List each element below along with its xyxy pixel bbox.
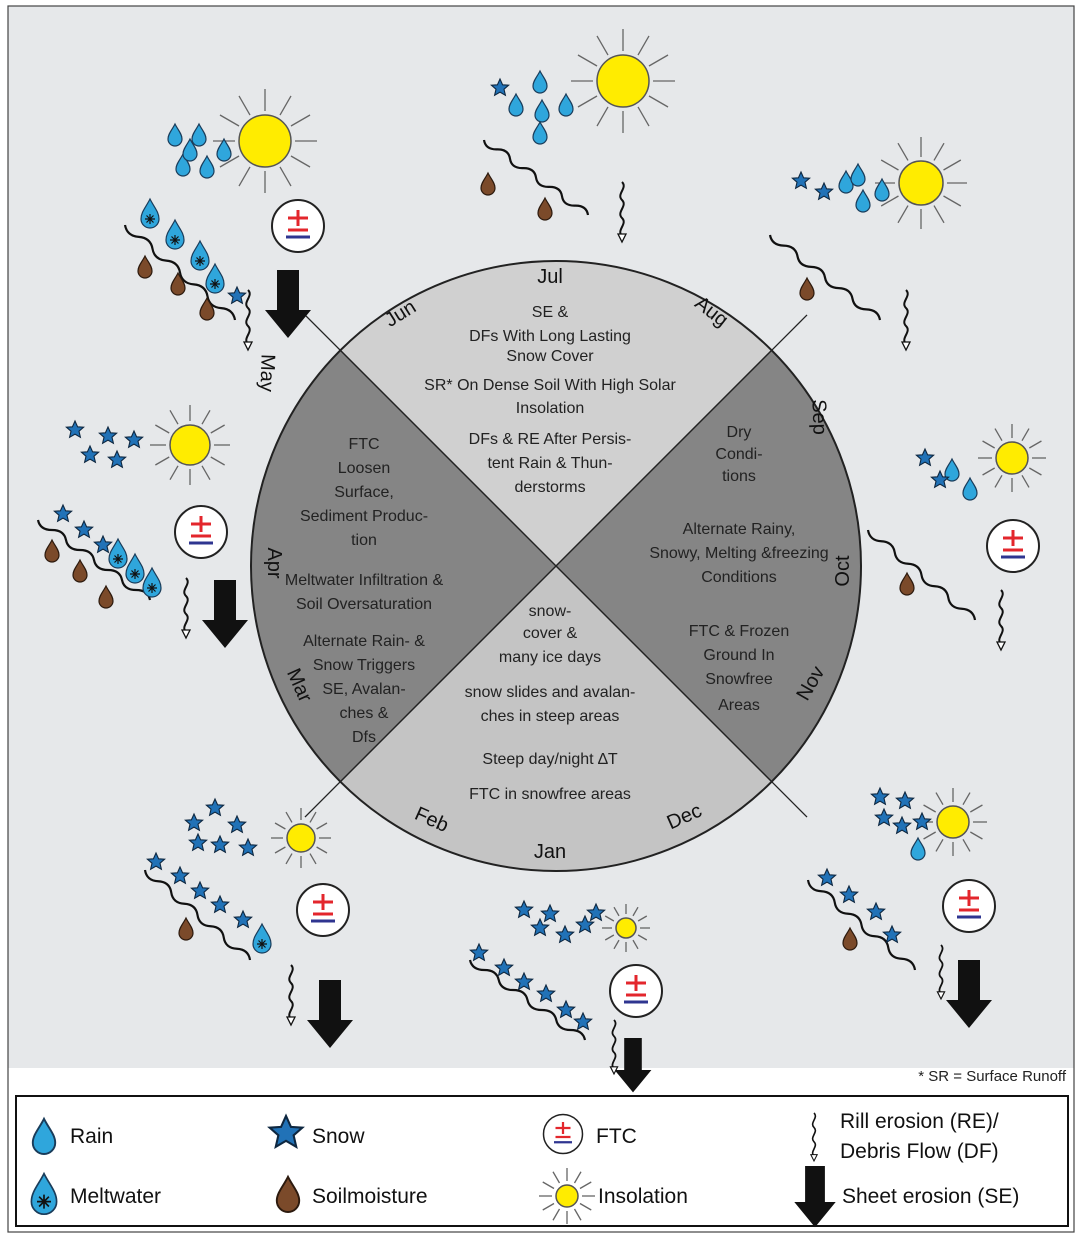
month-label-oct: Oct: [832, 555, 854, 587]
sun-icon: [978, 424, 1046, 492]
slope-line: [482, 139, 590, 216]
legend-label-insolation: Insolation: [598, 1185, 688, 1208]
legend-label-snow: Snow: [312, 1125, 365, 1148]
month-label-may: May: [255, 354, 278, 393]
autumn-text-line: Alternate Rainy,: [683, 521, 796, 538]
slope-line: [866, 529, 977, 621]
ftc-icon: [941, 878, 997, 934]
autumn-text-line: Snowfree: [705, 671, 773, 688]
winter-text-line: cover &: [523, 625, 578, 642]
spring-text-line: Dfs: [352, 729, 376, 746]
month-label-apr: Apr: [263, 547, 285, 578]
sun-icon: [150, 405, 230, 485]
winter-text-line: many ice days: [499, 649, 601, 666]
wheel-outline: [250, 260, 862, 872]
sun-icon: [271, 808, 331, 868]
summer-text-line: DFs With Long Lasting: [469, 328, 631, 345]
divider-line: [304, 314, 808, 818]
spring-text-line: ches &: [340, 705, 389, 722]
autumn-text-line: Conditions: [701, 569, 777, 586]
ftc-icon: [270, 198, 326, 254]
month-icons: [36, 29, 1046, 1093]
slope-line: [123, 224, 237, 321]
ftc-icon: [173, 504, 229, 560]
slope-line: [143, 869, 252, 961]
summer-text-line: DFs & RE After Persis-: [469, 431, 632, 448]
summer-text-line: tent Rain & Thun-: [487, 455, 612, 472]
outer-frame: [7, 5, 1075, 1233]
legend-label-meltwater: Meltwater: [70, 1185, 161, 1208]
sun-icon: [875, 137, 967, 229]
summer-text-line: SR* On Dense Soil With High Solar: [424, 377, 676, 394]
ftc-icon: [608, 963, 664, 1019]
spring-text-line: Alternate Rain- &: [303, 633, 425, 650]
ftc-icon: [985, 518, 1041, 574]
summer-text-line: Snow Cover: [506, 348, 594, 365]
spring-text-line: SE, Avalan-: [322, 681, 405, 698]
spring-text-line: Meltwater Infiltration &: [285, 572, 444, 589]
autumn-text-line: Areas: [718, 697, 760, 714]
ftc-icon: [295, 882, 351, 938]
winter-text-line: ches in steep areas: [481, 708, 620, 725]
legend-ftc-icon: [542, 1113, 584, 1155]
slope-line: [806, 879, 917, 971]
sun-icon: [539, 1168, 595, 1224]
spring-text-line: Snow Triggers: [313, 657, 415, 674]
winter-text-line: snow-: [529, 603, 572, 620]
spring-text-line: Surface,: [334, 484, 394, 501]
legend-label-soilmoisture: Soilmoisture: [312, 1185, 428, 1208]
spring-text-line: tion: [351, 532, 377, 549]
autumn-text-line: tions: [722, 468, 756, 485]
sun-icon: [213, 89, 317, 193]
legend-label-sheet: Sheet erosion (SE): [842, 1185, 1019, 1208]
footnote: * SR = Surface Runoff: [918, 1068, 1067, 1085]
spring-text-line: Soil Oversaturation: [296, 596, 432, 613]
legend-label-rill_line2: Debris Flow (DF): [840, 1140, 999, 1163]
autumn-text-line: Condi-: [715, 446, 762, 463]
summer-text-line: Insolation: [516, 400, 585, 417]
sun-icon: [602, 904, 650, 952]
spring-text-line: FTC: [348, 436, 379, 453]
summer-text-line: SE &: [532, 304, 569, 321]
legend-label-rill_line1: Rill erosion (RE)/: [840, 1110, 999, 1133]
autumn-text-line: Ground In: [703, 647, 774, 664]
autumn-text-line: FTC & Frozen: [689, 623, 789, 640]
legend-label-ftc: FTC: [596, 1125, 637, 1148]
legend-label-rain: Rain: [70, 1125, 113, 1148]
month-label-sep: Sep: [807, 399, 830, 435]
summer-text-line: derstorms: [514, 479, 585, 496]
winter-text-line: FTC in snowfree areas: [469, 786, 631, 803]
legend-box: [15, 1095, 1069, 1227]
spring-text-line: Sediment Produc-: [300, 508, 428, 525]
sun-icon: [919, 788, 987, 856]
autumn-text-line: Dry: [727, 424, 752, 441]
winter-text-line: snow slides and avalan-: [465, 684, 636, 701]
spring-text-line: Loosen: [338, 460, 391, 477]
sun-icon: [571, 29, 675, 133]
season-wheel: [250, 260, 862, 872]
autumn-text-line: Snowy, Melting &freezing: [649, 545, 828, 562]
slope-line: [36, 519, 152, 601]
winter-text-line: Steep day/night ∆T: [482, 751, 617, 768]
month-label-jul: Jul: [537, 266, 563, 288]
slope-line: [468, 959, 587, 1041]
month-label-jan: Jan: [534, 841, 566, 863]
slope-line: [768, 234, 882, 321]
